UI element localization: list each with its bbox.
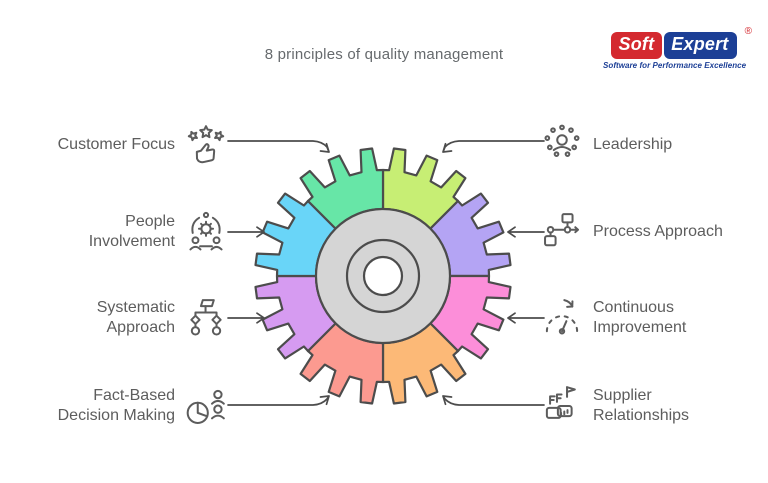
page-title: 8 principles of quality management: [264, 46, 504, 63]
principle-label: Continuous Improvement: [593, 299, 687, 336]
softexpert-logo: Soft Expert ® Software for Performance E…: [603, 26, 752, 70]
principle-label: Process Approach: [593, 223, 723, 240]
principle-label: Leadership: [593, 136, 673, 153]
customer-focus-icon: [186, 125, 226, 168]
principle-label: People Involvement: [88, 213, 175, 250]
fact-based-decision-icon: [184, 383, 228, 429]
principle-item-leadership: Leadership: [540, 122, 672, 168]
connector-people-involvement: [227, 226, 265, 238]
principle-label: Supplier Relationships: [593, 387, 690, 424]
leadership-icon: [540, 122, 584, 168]
continuous-improvement-icon: [540, 295, 584, 341]
systematic-approach-icon: [184, 295, 228, 341]
principle-label: Fact-Based Decision Making: [57, 387, 175, 424]
connector-customer-focus: [227, 140, 330, 153]
gear-hub-ring: [345, 238, 421, 314]
principle-item-customer-focus: Customer Focus: [58, 122, 228, 168]
connector-process-approach: [507, 226, 545, 238]
gear-hub-hole: [362, 255, 404, 297]
connector-systematic-approach: [227, 312, 265, 324]
principle-label: Systematic Approach: [96, 299, 175, 336]
connector-supplier-relationships: [442, 395, 545, 406]
principle-item-continuous-improvement: Continuous Improvement: [540, 295, 686, 341]
supplier-relationships-icon: [540, 383, 584, 429]
gear: [254, 147, 512, 405]
logo-wordmark: Soft Expert ®: [603, 26, 752, 59]
registered-trademark-icon: ®: [744, 26, 752, 37]
principle-item-people-involvement: People Involvement: [89, 209, 228, 255]
principle-item-process-approach: Process Approach: [540, 209, 723, 255]
principle-label: Customer Focus: [57, 136, 175, 153]
connector-arrows: [227, 140, 545, 406]
logo-word-expert: Expert: [664, 32, 737, 59]
people-involvement-icon: [184, 209, 228, 255]
logo-word-soft: Soft: [611, 32, 663, 59]
connector-continuous-improvement: [507, 312, 545, 324]
principle-item-systematic-approach: Systematic Approach: [97, 295, 228, 341]
connector-leadership: [442, 140, 545, 153]
principle-item-fact-based-decision-making: Fact-Based Decision Making: [58, 383, 228, 429]
process-approach-icon: [540, 209, 584, 255]
logo-tagline: Software for Performance Excellence: [603, 60, 747, 70]
principle-item-supplier-relationships: Supplier Relationships: [540, 383, 689, 429]
connector-fact-based-decision-making: [227, 395, 330, 406]
